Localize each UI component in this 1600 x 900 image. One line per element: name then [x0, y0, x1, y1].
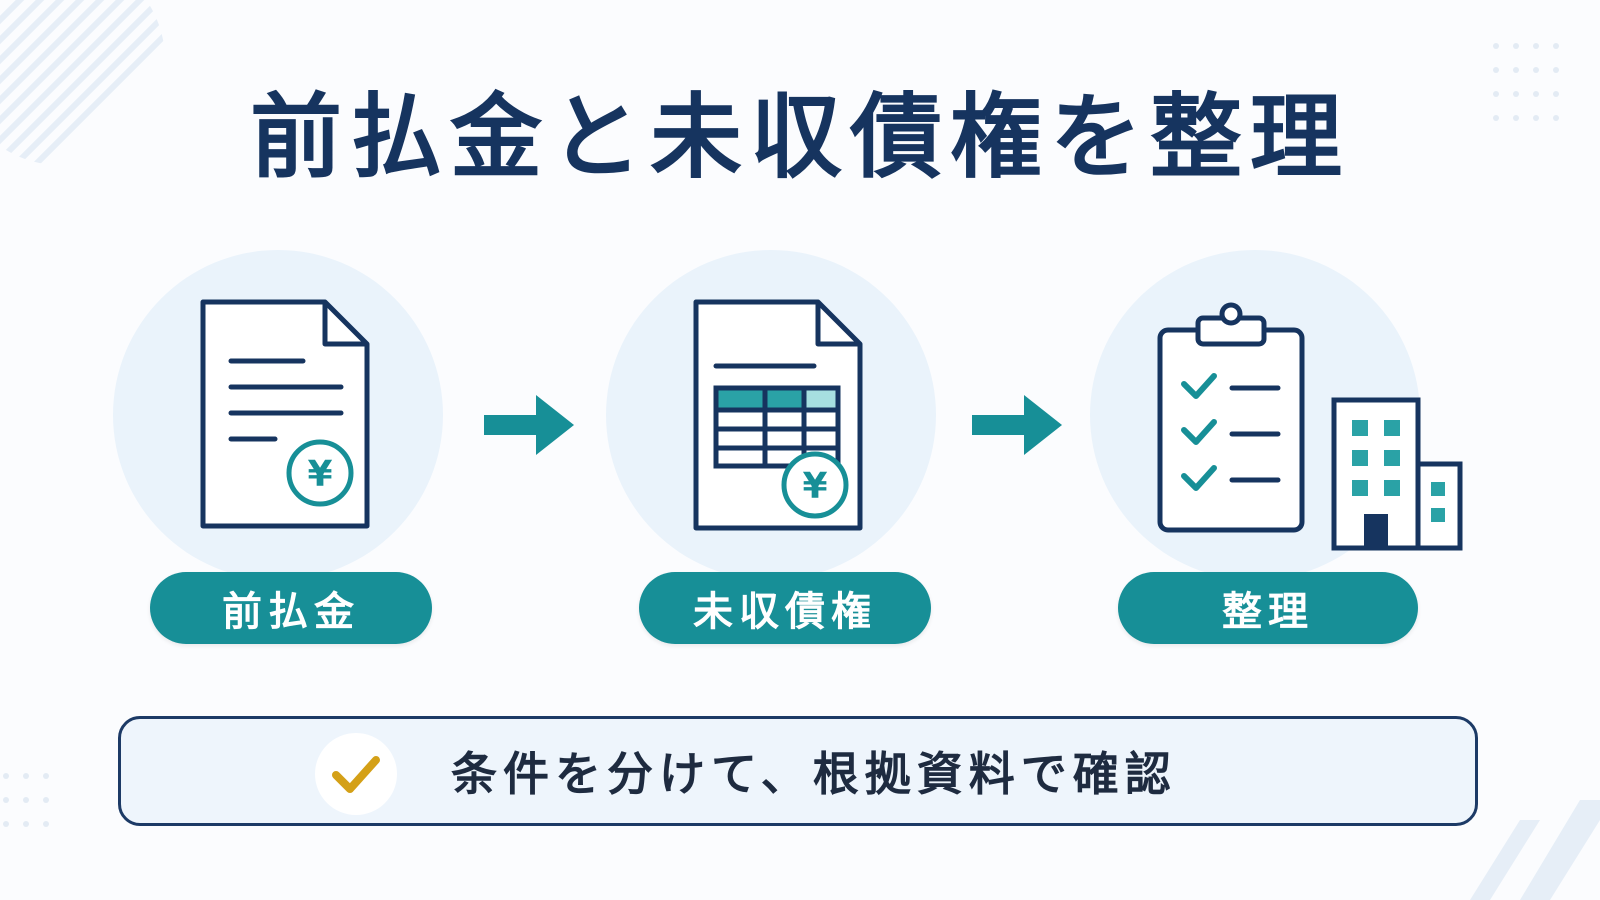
spreadsheet-yen-icon: ¥ [693, 299, 863, 531]
dot-grid-decoration [1493, 43, 1559, 121]
step-label-organize: 整理 [1118, 572, 1418, 644]
arrow-right-icon [484, 395, 574, 455]
note-text: 条件を分けて、根拠資料で確認 [451, 747, 1177, 801]
checkmark-icon [315, 733, 397, 815]
svg-text:¥: ¥ [307, 454, 332, 495]
dot-grid-decoration [3, 773, 49, 827]
checklist-building-icon [1157, 302, 1463, 551]
arrow-right-icon [972, 395, 1062, 455]
note-box: 条件を分けて、根拠資料で確認 [118, 716, 1478, 826]
svg-text:¥: ¥ [802, 466, 827, 507]
step-label-receivables: 未収債権 [639, 572, 931, 644]
step-label-prepayment: 前払金 [150, 572, 432, 644]
document-yen-icon: ¥ [200, 299, 370, 529]
corner-stripes-decoration [0, 0, 165, 165]
corner-stripes-decoration [1470, 800, 1600, 900]
page-title: 前払金と未収債権を整理 [249, 84, 1350, 191]
